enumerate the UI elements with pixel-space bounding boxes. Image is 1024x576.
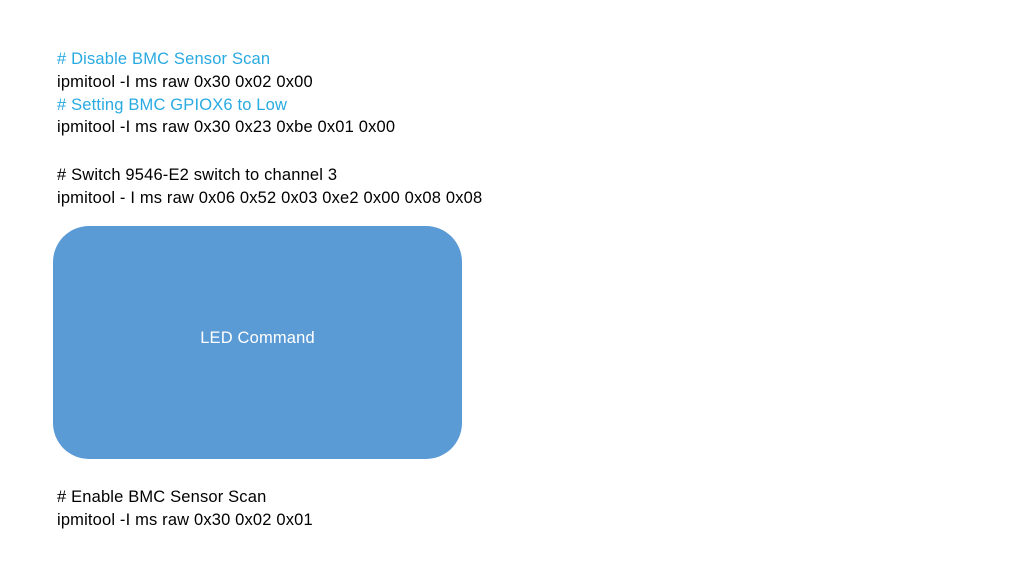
- command-block-disable-sensor-scan: # Disable BMC Sensor Scan ipmitool -I ms …: [57, 48, 395, 139]
- led-command-shape[interactable]: LED Command: [53, 226, 462, 459]
- led-command-label: LED Command: [200, 329, 315, 348]
- code-line: ipmitool - I ms raw 0x06 0x52 0x03 0xe2 …: [57, 188, 483, 207]
- code-line: ipmitool -I ms raw 0x30 0x23 0xbe 0x01 0…: [57, 118, 396, 137]
- code-line: ipmitool -I ms raw 0x30 0x02 0x00: [57, 72, 313, 91]
- code-line: # Enable BMC Sensor Scan: [57, 488, 267, 506]
- command-block-enable-sensor-scan: # Enable BMC Sensor Scan ipmitool -I ms r…: [57, 486, 313, 532]
- code-line: # Switch 9546-E2 switch to channel 3: [57, 166, 338, 184]
- command-block-switch-channel: # Switch 9546-E2 switch to channel 3 ipmi…: [57, 164, 482, 210]
- code-comment-line: # Setting BMC GPIOX6 to Low: [57, 95, 288, 114]
- code-comment-line: # Disable BMC Sensor Scan: [57, 50, 271, 68]
- code-line: ipmitool -I ms raw 0x30 0x02 0x01: [57, 510, 313, 529]
